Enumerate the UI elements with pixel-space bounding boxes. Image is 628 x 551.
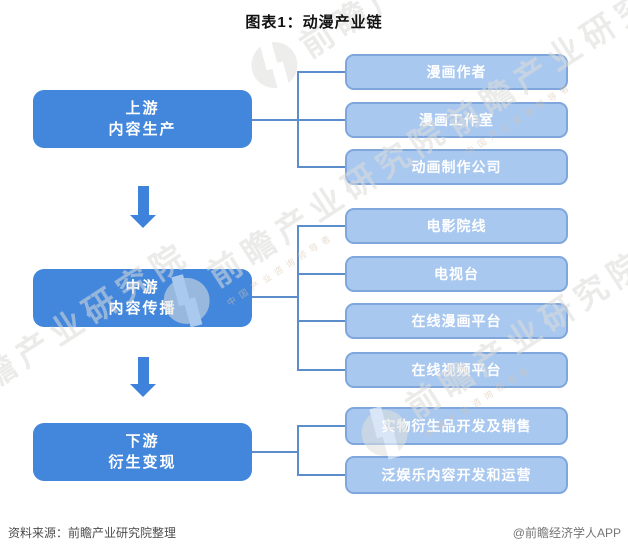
connector-stub <box>297 474 345 476</box>
stage-label-line2: 内容传播 <box>108 300 177 317</box>
connector-spine <box>297 225 299 371</box>
connector-stub <box>297 320 345 322</box>
stage-label-line2: 内容生产 <box>108 121 177 138</box>
connector-stub <box>297 425 345 427</box>
connector-stub <box>297 166 345 168</box>
connector-stub <box>297 273 345 275</box>
down-arrow-icon <box>130 186 156 228</box>
connector-spine <box>297 425 299 476</box>
stage-label-line1: 下游 <box>125 433 160 450</box>
stage-label-line1: 中游 <box>125 279 160 296</box>
item-box: 实物衍生品开发及销售 <box>345 407 568 445</box>
credit-note: @前瞻经济学人APP <box>512 526 621 540</box>
item-box: 在线漫画平台 <box>345 303 568 339</box>
down-arrow-icon <box>130 357 156 397</box>
stage-box-upstream: 上游 内容生产 <box>33 90 252 148</box>
connector-stub <box>297 225 345 227</box>
connector-feed <box>252 296 298 298</box>
connector-stub <box>297 369 345 371</box>
stage-label-line2: 衍生变现 <box>108 454 177 471</box>
stage-box-downstream: 下游 衍生变现 <box>33 423 252 481</box>
item-box: 电视台 <box>345 256 568 292</box>
connector-feed <box>252 451 298 453</box>
item-box: 动画制作公司 <box>345 149 568 185</box>
connector-stub <box>297 71 345 73</box>
stage-box-midstream: 中游 内容传播 <box>33 269 252 327</box>
item-box: 漫画工作室 <box>345 102 568 138</box>
stage-label-line1: 上游 <box>125 100 160 117</box>
source-note: 资料来源：前瞻产业研究院整理 <box>8 526 177 540</box>
connector-feed <box>252 119 345 121</box>
item-box: 在线视频平台 <box>345 352 568 388</box>
item-box: 泛娱乐内容开发和运营 <box>345 456 568 494</box>
item-box: 漫画作者 <box>345 54 568 90</box>
item-box: 电影院线 <box>345 208 568 244</box>
chart-title: 图表1：动漫产业链 <box>245 14 383 31</box>
